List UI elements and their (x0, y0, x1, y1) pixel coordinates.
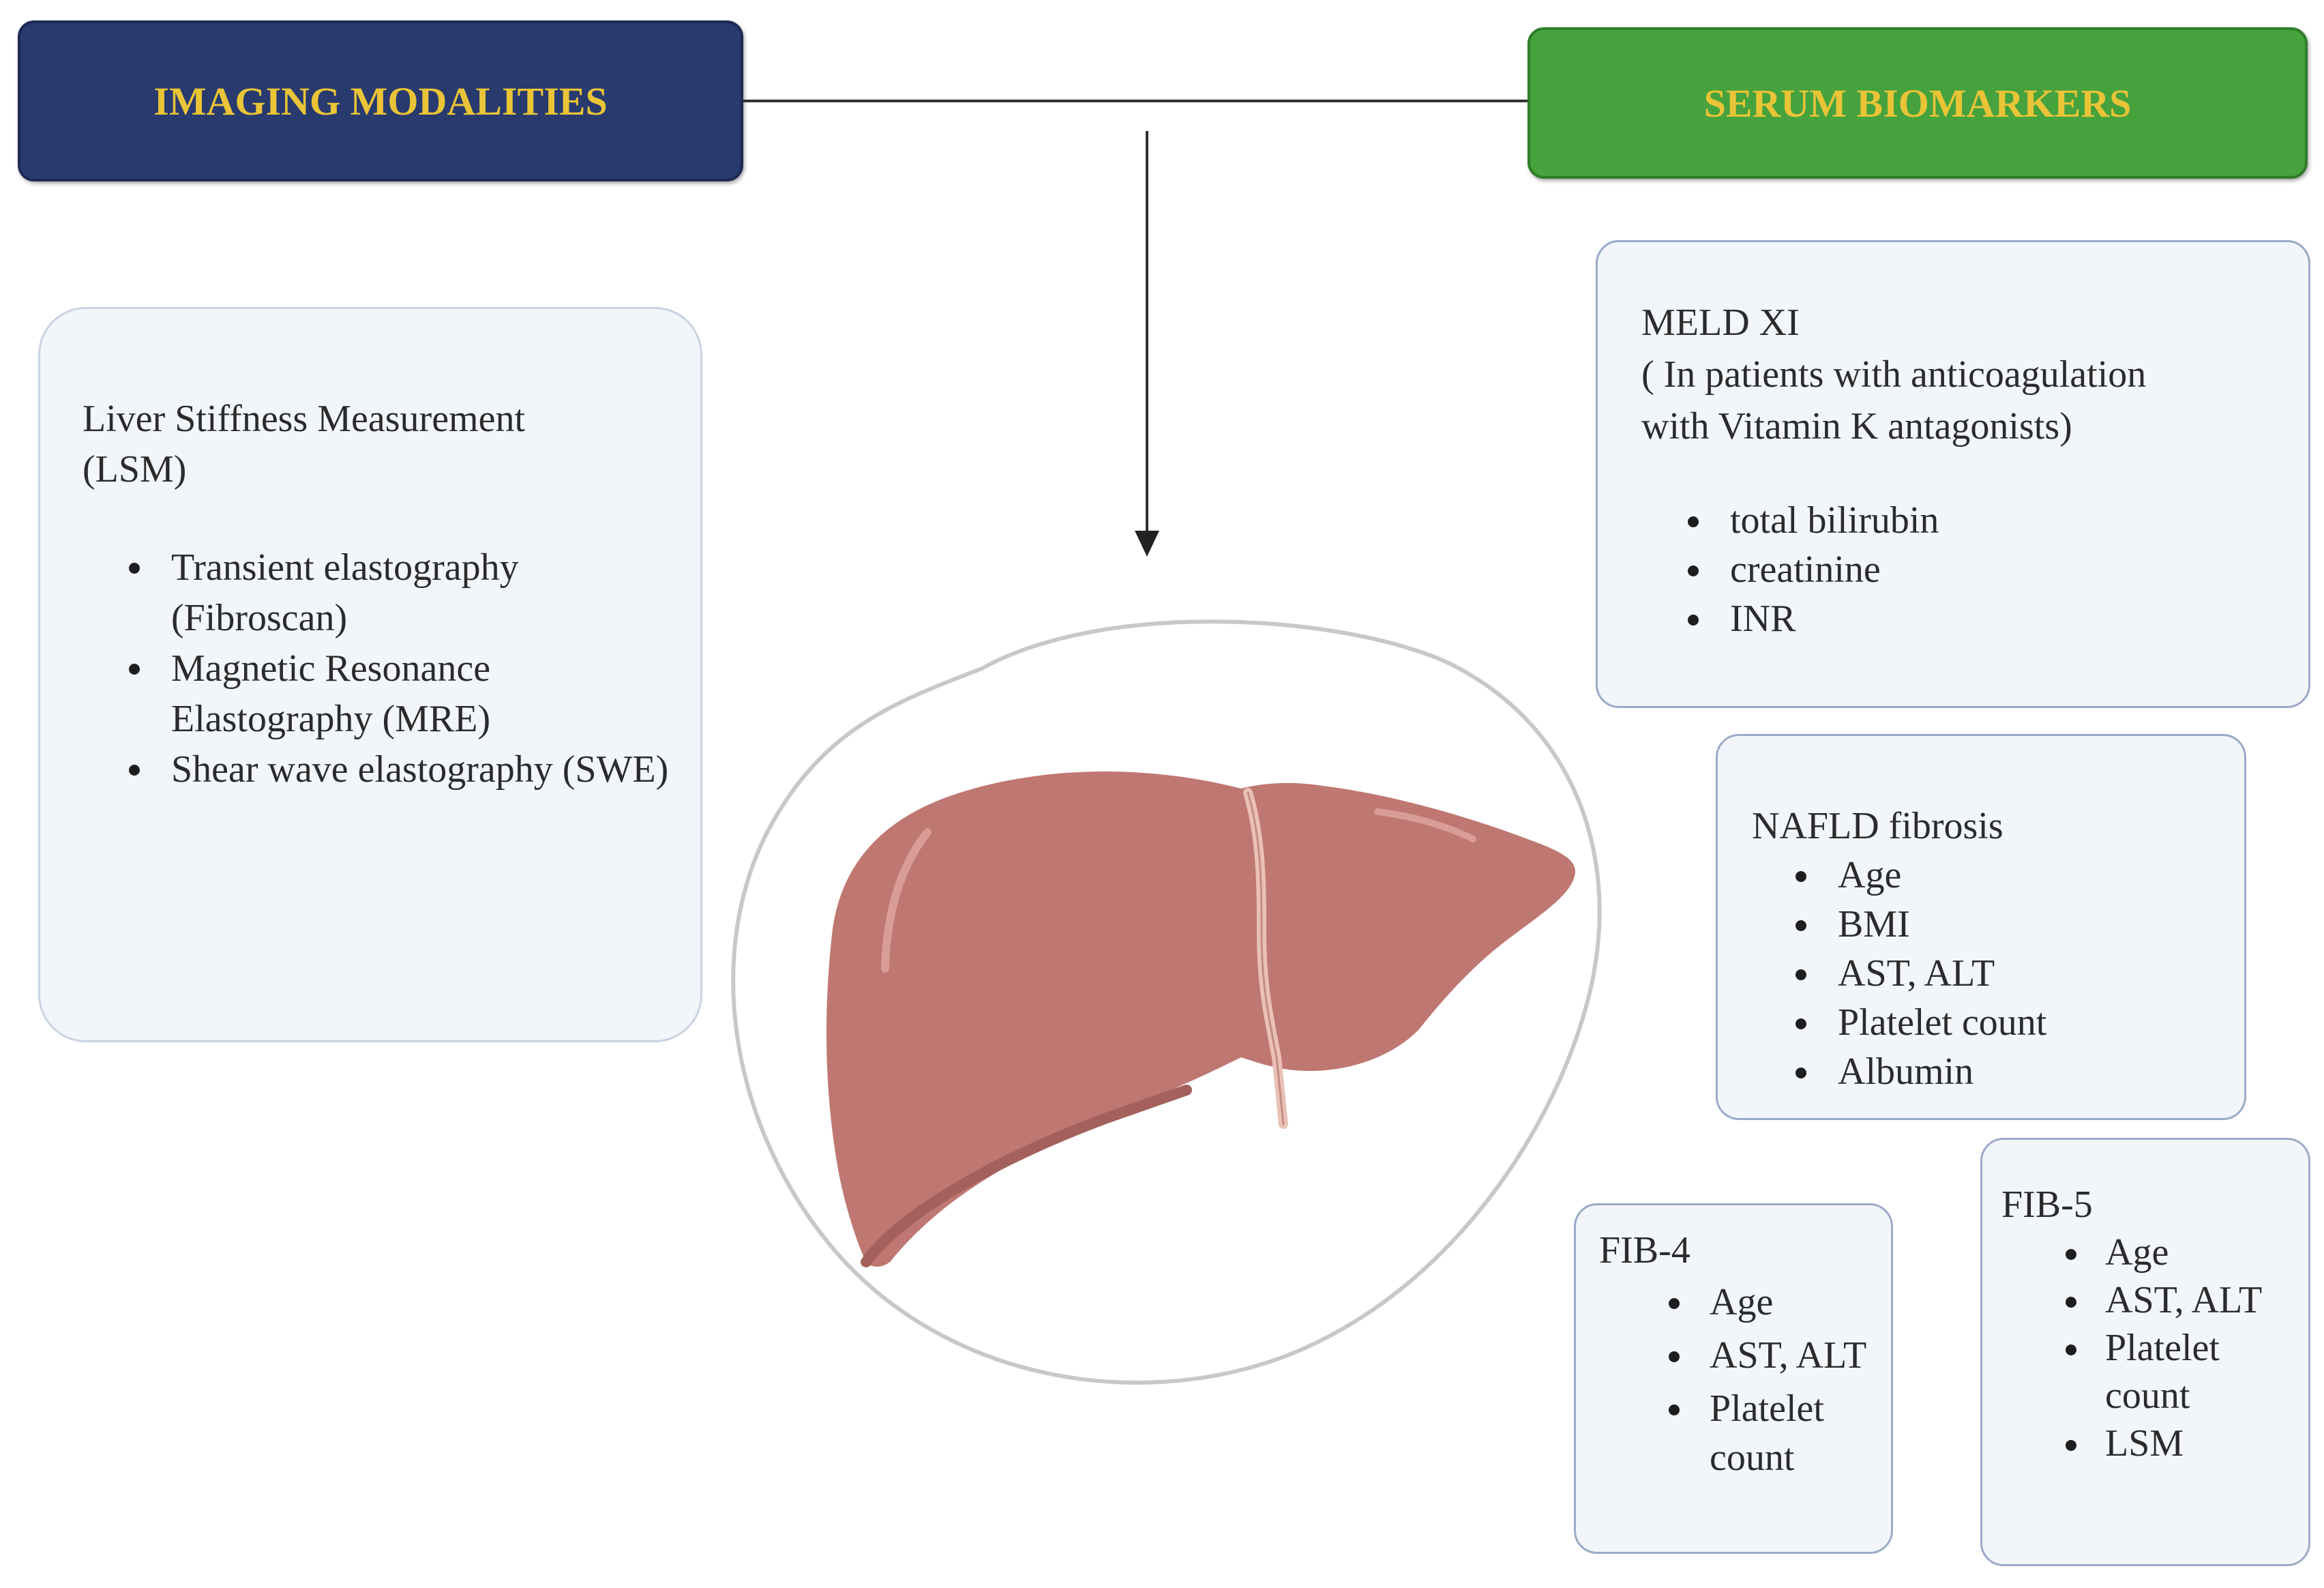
fib-4-list: Age AST, ALT Platelet count (1599, 1278, 1891, 1482)
lsm-list: Transient elastography (Fibroscan) Magne… (83, 542, 700, 795)
list-item: Magnetic Resonance Elastography (MRE) (83, 643, 689, 744)
fib-5-title: FIB-5 (2001, 1183, 2093, 1226)
meld-xi-title: MELD XI ( In patients with anticoagulati… (1641, 302, 2147, 447)
list-item: Platelet count (2001, 1324, 2296, 1420)
liver-outline-blob (731, 619, 1602, 1385)
list-item: Platelet count (1752, 998, 2244, 1047)
fib-5-list: Age AST, ALT Platelet count LSM (2001, 1229, 2308, 1467)
serum-biomarkers-label: SERUM BIOMARKERS (1703, 80, 2132, 126)
list-item: Age (2001, 1229, 2296, 1276)
list-item: AST, ALT (1752, 949, 2244, 998)
fib-4-title: FIB-4 (1599, 1229, 1690, 1271)
nafld-fibrosis-list: Age BMI AST, ALT Platelet count Albumin (1752, 851, 2244, 1096)
list-item: BMI (1752, 900, 2244, 949)
liver-icon (826, 771, 1575, 1267)
fib-4-box: FIB-4 Age AST, ALT Platelet count (1574, 1203, 1893, 1554)
fib-5-box: FIB-5 Age AST, ALT Platelet count LSM (1980, 1138, 2310, 1566)
lsm-title: Liver Stiffness Measurement (LSM) (83, 398, 526, 490)
imaging-modalities-header: IMAGING MODALITIES (18, 20, 743, 181)
list-item: Age (1599, 1278, 1880, 1327)
list-item: total bilirubin (1641, 496, 2308, 545)
meld-xi-list: total bilirubin creatinine INR (1641, 496, 2308, 643)
meld-xi-box: MELD XI ( In patients with anticoagulati… (1596, 240, 2310, 708)
list-item: INR (1641, 594, 2308, 643)
list-item: Platelet count (1599, 1384, 1880, 1482)
header-connector-line (743, 100, 1528, 102)
down-arrow-icon (1135, 531, 1159, 557)
list-item: Shear wave elastography (SWE) (83, 744, 689, 795)
lsm-box: Liver Stiffness Measurement (LSM) Transi… (38, 307, 702, 1042)
list-item: Age (1752, 851, 2244, 900)
imaging-modalities-label: IMAGING MODALITIES (153, 78, 608, 123)
list-item: Albumin (1752, 1047, 2244, 1096)
list-item: creatinine (1641, 545, 2308, 594)
serum-biomarkers-header: SERUM BIOMARKERS (1528, 27, 2308, 179)
list-item: AST, ALT (1599, 1331, 1880, 1380)
list-item: AST, ALT (2001, 1276, 2296, 1324)
nafld-fibrosis-title: NAFLD fibrosis (1752, 805, 2003, 847)
list-item: LSM (2001, 1420, 2296, 1467)
nafld-fibrosis-box: NAFLD fibrosis Age BMI AST, ALT Platelet… (1716, 734, 2246, 1120)
list-item: Transient elastography (Fibroscan) (83, 542, 689, 643)
liver-illustration (731, 619, 1602, 1385)
down-arrow-shaft (1146, 131, 1148, 533)
